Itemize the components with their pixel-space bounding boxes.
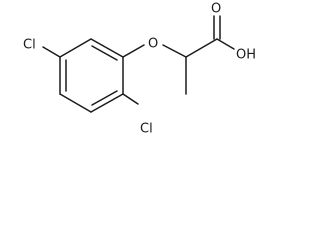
bond-to-cl-bottom [122,93,139,105]
chlorine-top-label: Cl [23,38,36,53]
ring-bond [59,93,92,113]
bond-ring-to-ether-o [122,44,145,58]
hydroxyl-label: OH [236,48,256,63]
bond-to-cl-top [42,46,61,58]
ring-double-bond [91,45,118,61]
ring-bond [59,38,92,58]
ring-bond [90,93,124,113]
benzene-ring [59,38,124,113]
chlorine-bottom-label: Cl [140,122,153,137]
carbonyl-oxygen-label: O [211,2,221,17]
structure-diagram: Cl Cl O O OH [23,2,256,137]
bond-c-to-oh [216,38,235,50]
bond-ch-to-carboxyl-c [185,38,218,58]
ring-bond [90,38,124,58]
ring-double-bond [91,90,118,106]
bond-ether-o-to-ch [162,44,187,58]
ether-oxygen-label: O [148,37,158,52]
